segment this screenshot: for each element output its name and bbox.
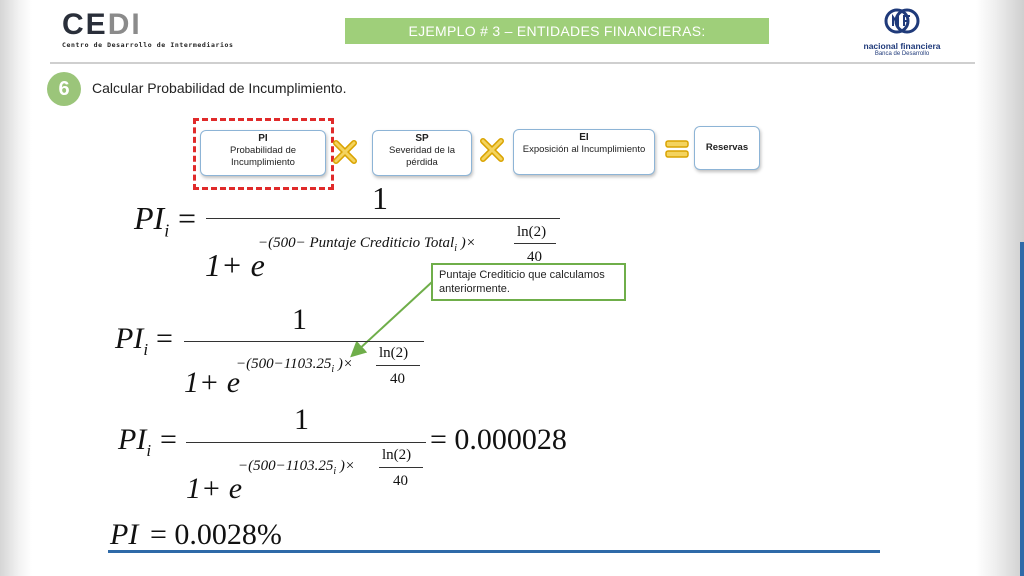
formula1-inner-bar bbox=[514, 243, 556, 244]
formula1-exponent-text: −(500− Puntaje Crediticio Total bbox=[258, 235, 455, 251]
multiply-icon bbox=[480, 138, 504, 162]
flow-pi-label: Probabilidad de Incumplimiento bbox=[229, 145, 297, 168]
formula2-fraction-bar bbox=[184, 341, 424, 342]
step-number-badge: 6 bbox=[47, 72, 81, 106]
formula2-inner-bar bbox=[376, 365, 420, 366]
formula1-base: 1+ e bbox=[205, 247, 265, 283]
flow-box-reservas: Reservas bbox=[694, 126, 760, 170]
cedi-logo-di: DI bbox=[107, 8, 142, 41]
note-box: Puntaje Crediticio que calculamos anteri… bbox=[431, 263, 626, 301]
formula3-inner-bar bbox=[379, 467, 423, 468]
formula2-ln: ln(2) bbox=[379, 345, 409, 361]
formula1-eq: = bbox=[178, 200, 197, 236]
formula3-lhs: PIi bbox=[118, 423, 151, 461]
formula3-exponent-end: )× bbox=[336, 458, 356, 474]
flow-box-ei: EI Exposición al Incumplimiento bbox=[513, 129, 655, 175]
bottom-rule bbox=[108, 550, 880, 553]
formula2-exponent-text: −(500−1103.25 bbox=[236, 356, 332, 372]
final-result-value: = 0.0028% bbox=[150, 518, 282, 551]
formula3-exponent: −(500−1103.25i )× bbox=[238, 458, 355, 477]
cedi-logo: CEDI Centro de Desarrollo de Intermediar… bbox=[62, 10, 234, 50]
flow-sp-abbr: SP bbox=[415, 133, 429, 144]
formula3-denominator: 40 bbox=[393, 473, 408, 489]
flow-pi-abbr: PI bbox=[258, 133, 268, 144]
formula1-lhs: PIi bbox=[134, 200, 169, 241]
slide-title: EJEMPLO # 3 – ENTIDADES FINANCIERAS: bbox=[345, 18, 769, 44]
formula1-lhs-sub: i bbox=[164, 220, 170, 241]
formula3-result: = 0.000028 bbox=[430, 423, 567, 456]
formula3-base: 1+ e bbox=[186, 472, 243, 505]
formula2-base: 1+ e bbox=[184, 366, 241, 399]
nafin-name: nacional financiera bbox=[863, 41, 941, 51]
nafin-subtitle: Banca de Desarrollo bbox=[874, 51, 930, 57]
formula2-lhs-text: PI bbox=[115, 322, 144, 355]
formula1-exponent-sub: i bbox=[454, 243, 457, 254]
final-result-lhs: PI bbox=[110, 518, 139, 551]
step-description: Calcular Probabilidad de Incumplimiento. bbox=[92, 80, 347, 96]
cedi-logo-subtitle: Centro de Desarrollo de Intermediarios bbox=[62, 41, 234, 49]
formula2-lhs-sub: i bbox=[143, 340, 149, 359]
formula2-denominator: 40 bbox=[390, 371, 405, 387]
formula1-fraction-bar bbox=[206, 218, 560, 219]
cedi-logo-ce: CE bbox=[62, 8, 108, 41]
formula2-exponent: −(500−1103.25i )× bbox=[236, 356, 353, 375]
flow-ei-label: Exposición al Incumplimiento bbox=[522, 144, 646, 155]
right-accent-bar bbox=[1020, 242, 1024, 576]
formula1-denominator: 40 bbox=[527, 249, 542, 265]
flow-box-sp: SP Severidad de la pérdida bbox=[372, 130, 472, 176]
cedi-logo-word: CEDI bbox=[62, 10, 234, 40]
formula2-exponent-sub: i bbox=[331, 364, 335, 375]
formula3-lhs-sub: i bbox=[146, 441, 152, 460]
formula3-eq: = bbox=[160, 423, 177, 456]
formula1-numerator: 1 bbox=[372, 180, 388, 216]
nafin-logo: nacional financiera Banca de Desarrollo bbox=[852, 8, 952, 57]
formula1-lhs-text: PI bbox=[134, 200, 165, 236]
flow-ei-abbr: EI bbox=[579, 132, 589, 143]
formula1-ln: ln(2) bbox=[517, 224, 547, 240]
formula1-exponent: −(500− Puntaje Crediticio Totali )× bbox=[258, 235, 476, 254]
multiply-icon bbox=[333, 140, 357, 164]
formula3-exponent-sub: i bbox=[333, 466, 337, 477]
flow-sp-label: Severidad de la pérdida bbox=[388, 145, 456, 168]
note-arrow-icon bbox=[350, 281, 433, 358]
formula3-lhs-text: PI bbox=[118, 423, 147, 456]
formula2-numerator: 1 bbox=[292, 303, 307, 336]
formula2-exponent-end: )× bbox=[334, 356, 354, 372]
formula3-fraction-bar bbox=[186, 442, 426, 443]
slide-left-shadow bbox=[0, 0, 32, 576]
nafin-mark-icon bbox=[884, 8, 920, 34]
formula1-exponent-end: )× bbox=[457, 235, 476, 251]
formula3-ln: ln(2) bbox=[382, 447, 412, 463]
pi-highlight-frame bbox=[193, 118, 334, 190]
formula2-eq: = bbox=[156, 322, 173, 355]
formula3-numerator: 1 bbox=[294, 403, 309, 436]
equals-icon bbox=[665, 140, 689, 158]
flow-box-pi: PI Probabilidad de Incumplimiento bbox=[200, 130, 326, 176]
slide-right-shadow bbox=[976, 0, 1024, 576]
formula2-lhs: PIi bbox=[115, 322, 148, 360]
formula3-exponent-text: −(500−1103.25 bbox=[238, 458, 334, 474]
